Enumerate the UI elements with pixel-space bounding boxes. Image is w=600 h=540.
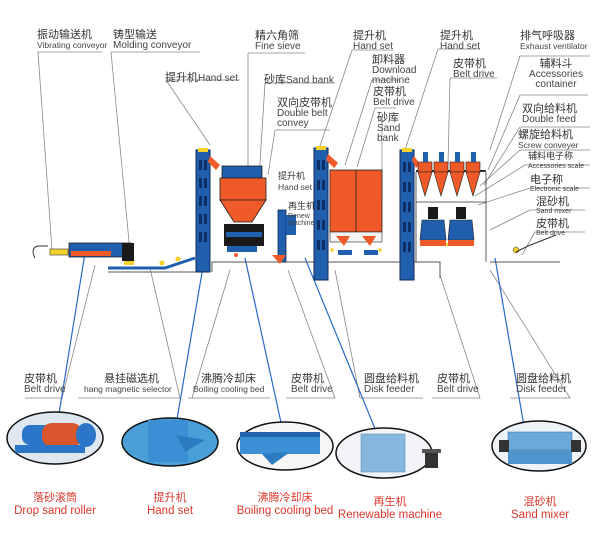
label-sand-bank-1: 砂库Sand bank bbox=[264, 73, 334, 86]
leader-double-belt-drop bbox=[267, 129, 276, 176]
bucket-elevator-3 bbox=[399, 148, 420, 281]
vibrating-conveyor-unit bbox=[32, 242, 196, 270]
leader-download-drop bbox=[344, 79, 373, 166]
leader-hand-set-1-drop bbox=[165, 79, 211, 146]
bucket-elevator-2 bbox=[313, 146, 338, 281]
leader-vibrating-conveyor-drop bbox=[37, 51, 53, 251]
caption-sand-mixer: 混砂机 Sand mixer bbox=[510, 495, 570, 521]
label-vibrating-conveyor: 振动输送机 Vibrating conveyor bbox=[37, 28, 108, 50]
label-fine-sieve: 精六角筛 Fine sieve bbox=[255, 29, 301, 52]
label-exhaust-ventilator: 排气呼吸器 Exhaust ventilator bbox=[520, 29, 588, 51]
label-belt-drive-2: 皮带机 Belt drive bbox=[291, 372, 333, 395]
caption-drop-sand-roller: 落砂滚筒 Drop sand roller bbox=[14, 491, 96, 517]
leader-screw-drop bbox=[479, 149, 521, 187]
label-belt-drive-1: 皮带机 Belt drive bbox=[24, 372, 66, 395]
mixing-tower bbox=[415, 152, 557, 262]
leader-acc-scale-drop bbox=[474, 164, 526, 197]
leader-double-feed-drop bbox=[483, 126, 521, 186]
bucket-elevator-1 bbox=[195, 148, 220, 273]
caption-renewable-machine: 再生机 Renewable machine bbox=[337, 495, 443, 521]
leader-mixer-drop bbox=[489, 209, 531, 231]
photo-boiling-cooling-bed bbox=[236, 421, 334, 471]
label-belt-drive-top-1: 皮带机 Belt drive bbox=[373, 85, 415, 108]
photo-sand-mixer bbox=[491, 420, 587, 472]
label-sand-mixer-top: 混砂机 Sand mixer bbox=[536, 195, 572, 215]
leader-hand-set-4-drop bbox=[404, 48, 439, 151]
leader-boiling-drop bbox=[191, 269, 231, 399]
sand-bank-silos bbox=[329, 169, 383, 255]
leader-belt-top-2-drop bbox=[447, 77, 451, 166]
leader-belt-drive-2 bbox=[286, 269, 336, 399]
label-belt-drive-top-3: 皮带机 Belt drive bbox=[536, 217, 569, 237]
leader-elec-scale-drop bbox=[477, 187, 531, 206]
leader-disk-2 bbox=[489, 269, 571, 399]
label-sand-bank-2: 砂库 Sand bank bbox=[377, 111, 401, 144]
leader-exhaust-drop bbox=[489, 55, 521, 151]
photo-drop-sand-roller bbox=[6, 411, 104, 465]
photo-renewable-machine bbox=[335, 427, 441, 479]
caption-boiling-cooling-bed: 沸腾冷却床 Boiling cooling bed bbox=[236, 491, 334, 517]
label-double-belt-convey: 双向皮带机 Double belt convey bbox=[277, 96, 332, 129]
photo-hand-set bbox=[121, 417, 219, 467]
label-renew-machine: 再生机 Renew machine bbox=[288, 202, 316, 228]
label-hand-set-4: 提升机 Hand set bbox=[440, 29, 481, 52]
label-hand-set-2b: 提升机 Hand set bbox=[278, 172, 313, 192]
label-hand-set-1: 提升机Hand set bbox=[165, 71, 239, 84]
leader-molding-conveyor-drop bbox=[110, 51, 131, 253]
label-electronic-scale: 电子称 Electronic scale bbox=[530, 173, 580, 193]
label-boiling-cooling-bed: 沸腾冷却床 Boiling cooling bed bbox=[193, 372, 265, 394]
label-double-feed: 双向给料机 Double feed bbox=[522, 102, 577, 125]
fine-sieve-unit bbox=[219, 165, 267, 257]
leader-disk-1-drop bbox=[334, 269, 361, 399]
photo-link-lines bbox=[57, 252, 526, 437]
leader-lines bbox=[25, 48, 590, 399]
leader-hand-set-2-drop bbox=[317, 49, 353, 153]
label-accessories-scale: 辅料电子称 Accessories scale bbox=[528, 152, 585, 171]
caption-hand-set: 提升机 Hand set bbox=[146, 491, 194, 517]
label-screw-conveyer: 螺旋给料机 Screw conveyer bbox=[518, 128, 579, 150]
label-disk-feeder-2: 圆盘给料机 Disk feeder bbox=[516, 372, 571, 395]
label-belt-drive-top-2: 皮带机 Belt drive bbox=[453, 57, 495, 80]
leader-belt-top-3-drop bbox=[521, 231, 536, 256]
label-download-machine: 卸料器 Download machine bbox=[372, 53, 417, 86]
leader-belt-top-1-drop bbox=[356, 107, 376, 168]
label-molding-conveyor: 铸型输送 Molding conveyor bbox=[113, 28, 192, 51]
label-hang-magnetic-selector: 悬挂磁选机 hang magnetic selector bbox=[84, 372, 172, 394]
label-accessories-container: 辅料斗 Accessories container bbox=[529, 57, 583, 90]
renew-machine-unit bbox=[272, 209, 296, 264]
label-belt-drive-3: 皮带机 Belt drive bbox=[437, 372, 479, 395]
leader-belt-drive-3 bbox=[432, 274, 481, 399]
label-hand-set-3: 提升机 Hand set bbox=[353, 29, 394, 52]
leader-accessories-container-drop bbox=[487, 94, 521, 171]
label-disk-feeder-1: 圆盘给料机 Disk feeder bbox=[364, 372, 419, 395]
